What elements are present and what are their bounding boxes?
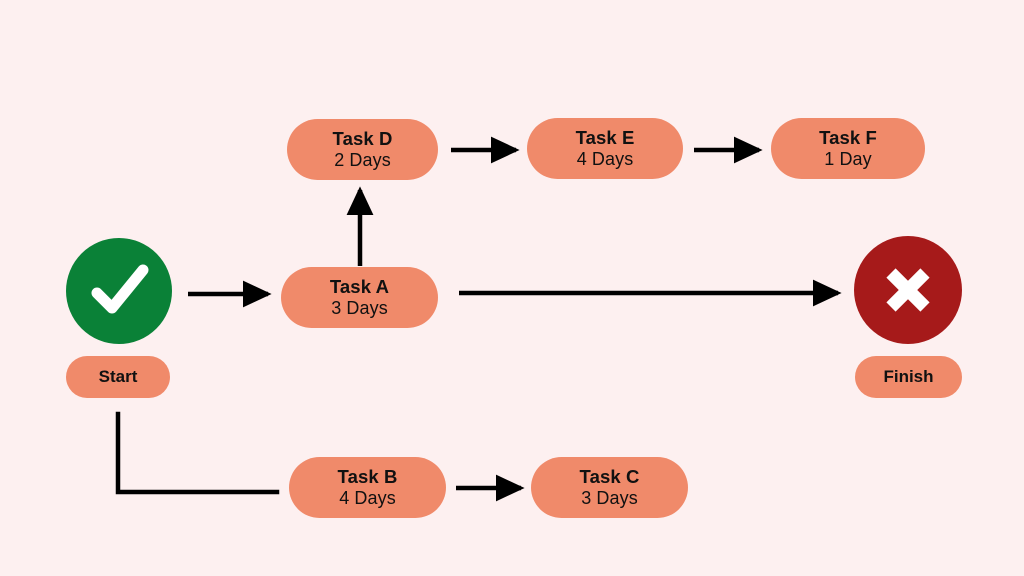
finish-label: Finish <box>883 367 934 386</box>
task-c-duration: 3 Days <box>581 487 638 508</box>
task-node-a[interactable]: Task A 3 Days <box>281 267 438 328</box>
task-node-b[interactable]: Task B 4 Days <box>289 457 446 518</box>
edge-start-to-task-b <box>115 411 280 495</box>
start-label-pill[interactable]: Start <box>66 356 170 398</box>
task-d-title: Task D <box>332 128 393 150</box>
task-d-duration: 2 Days <box>334 149 391 170</box>
start-node[interactable] <box>66 238 172 344</box>
task-f-duration: 1 Day <box>824 148 872 169</box>
check-mark-icon <box>83 255 155 327</box>
cross-mark-icon <box>872 254 944 326</box>
task-node-d[interactable]: Task D 2 Days <box>287 119 438 180</box>
task-a-title: Task A <box>329 276 390 298</box>
task-node-e[interactable]: Task E 4 Days <box>527 118 683 179</box>
start-label: Start <box>98 367 138 386</box>
task-c-title: Task C <box>579 466 640 488</box>
task-e-title: Task E <box>575 127 635 149</box>
task-b-title: Task B <box>337 466 398 488</box>
task-e-duration: 4 Days <box>576 148 634 169</box>
task-node-f[interactable]: Task F 1 Day <box>771 118 925 179</box>
finish-node[interactable] <box>854 236 962 344</box>
task-b-duration: 4 Days <box>339 487 396 508</box>
task-f-title: Task F <box>819 127 877 149</box>
finish-label-pill[interactable]: Finish <box>855 356 962 398</box>
task-a-duration: 3 Days <box>331 297 388 318</box>
task-node-c[interactable]: Task C 3 Days <box>531 457 688 518</box>
